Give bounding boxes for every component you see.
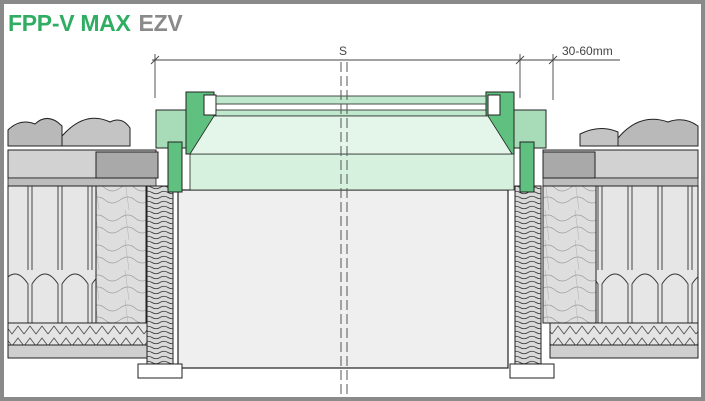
roof-layers-left (7, 149, 157, 359)
drawing-title: FPP-V MAX EZV (8, 10, 183, 40)
roof-tiles-left (7, 117, 131, 147)
frame-profile-right (485, 91, 547, 193)
gap-dimension (520, 54, 620, 100)
upstand-insulation-left (146, 185, 174, 365)
foot-left (137, 363, 183, 379)
product-variant: EZV (138, 10, 183, 36)
flashing-right (542, 151, 596, 179)
span-dimension (150, 54, 525, 98)
product-name: FPP-V MAX (8, 10, 131, 36)
upstand-insulation-right (514, 185, 542, 365)
gap-dimension-label: 30-60mm (561, 44, 614, 58)
light-well (177, 189, 509, 369)
roof-tiles-right (579, 118, 699, 147)
glazing (189, 95, 515, 191)
foot-right (509, 363, 555, 379)
span-dimension-label: S (338, 44, 349, 58)
roof-layers-right (542, 149, 699, 359)
flashing-left (95, 151, 159, 179)
roof-window-section-drawing (7, 54, 699, 397)
